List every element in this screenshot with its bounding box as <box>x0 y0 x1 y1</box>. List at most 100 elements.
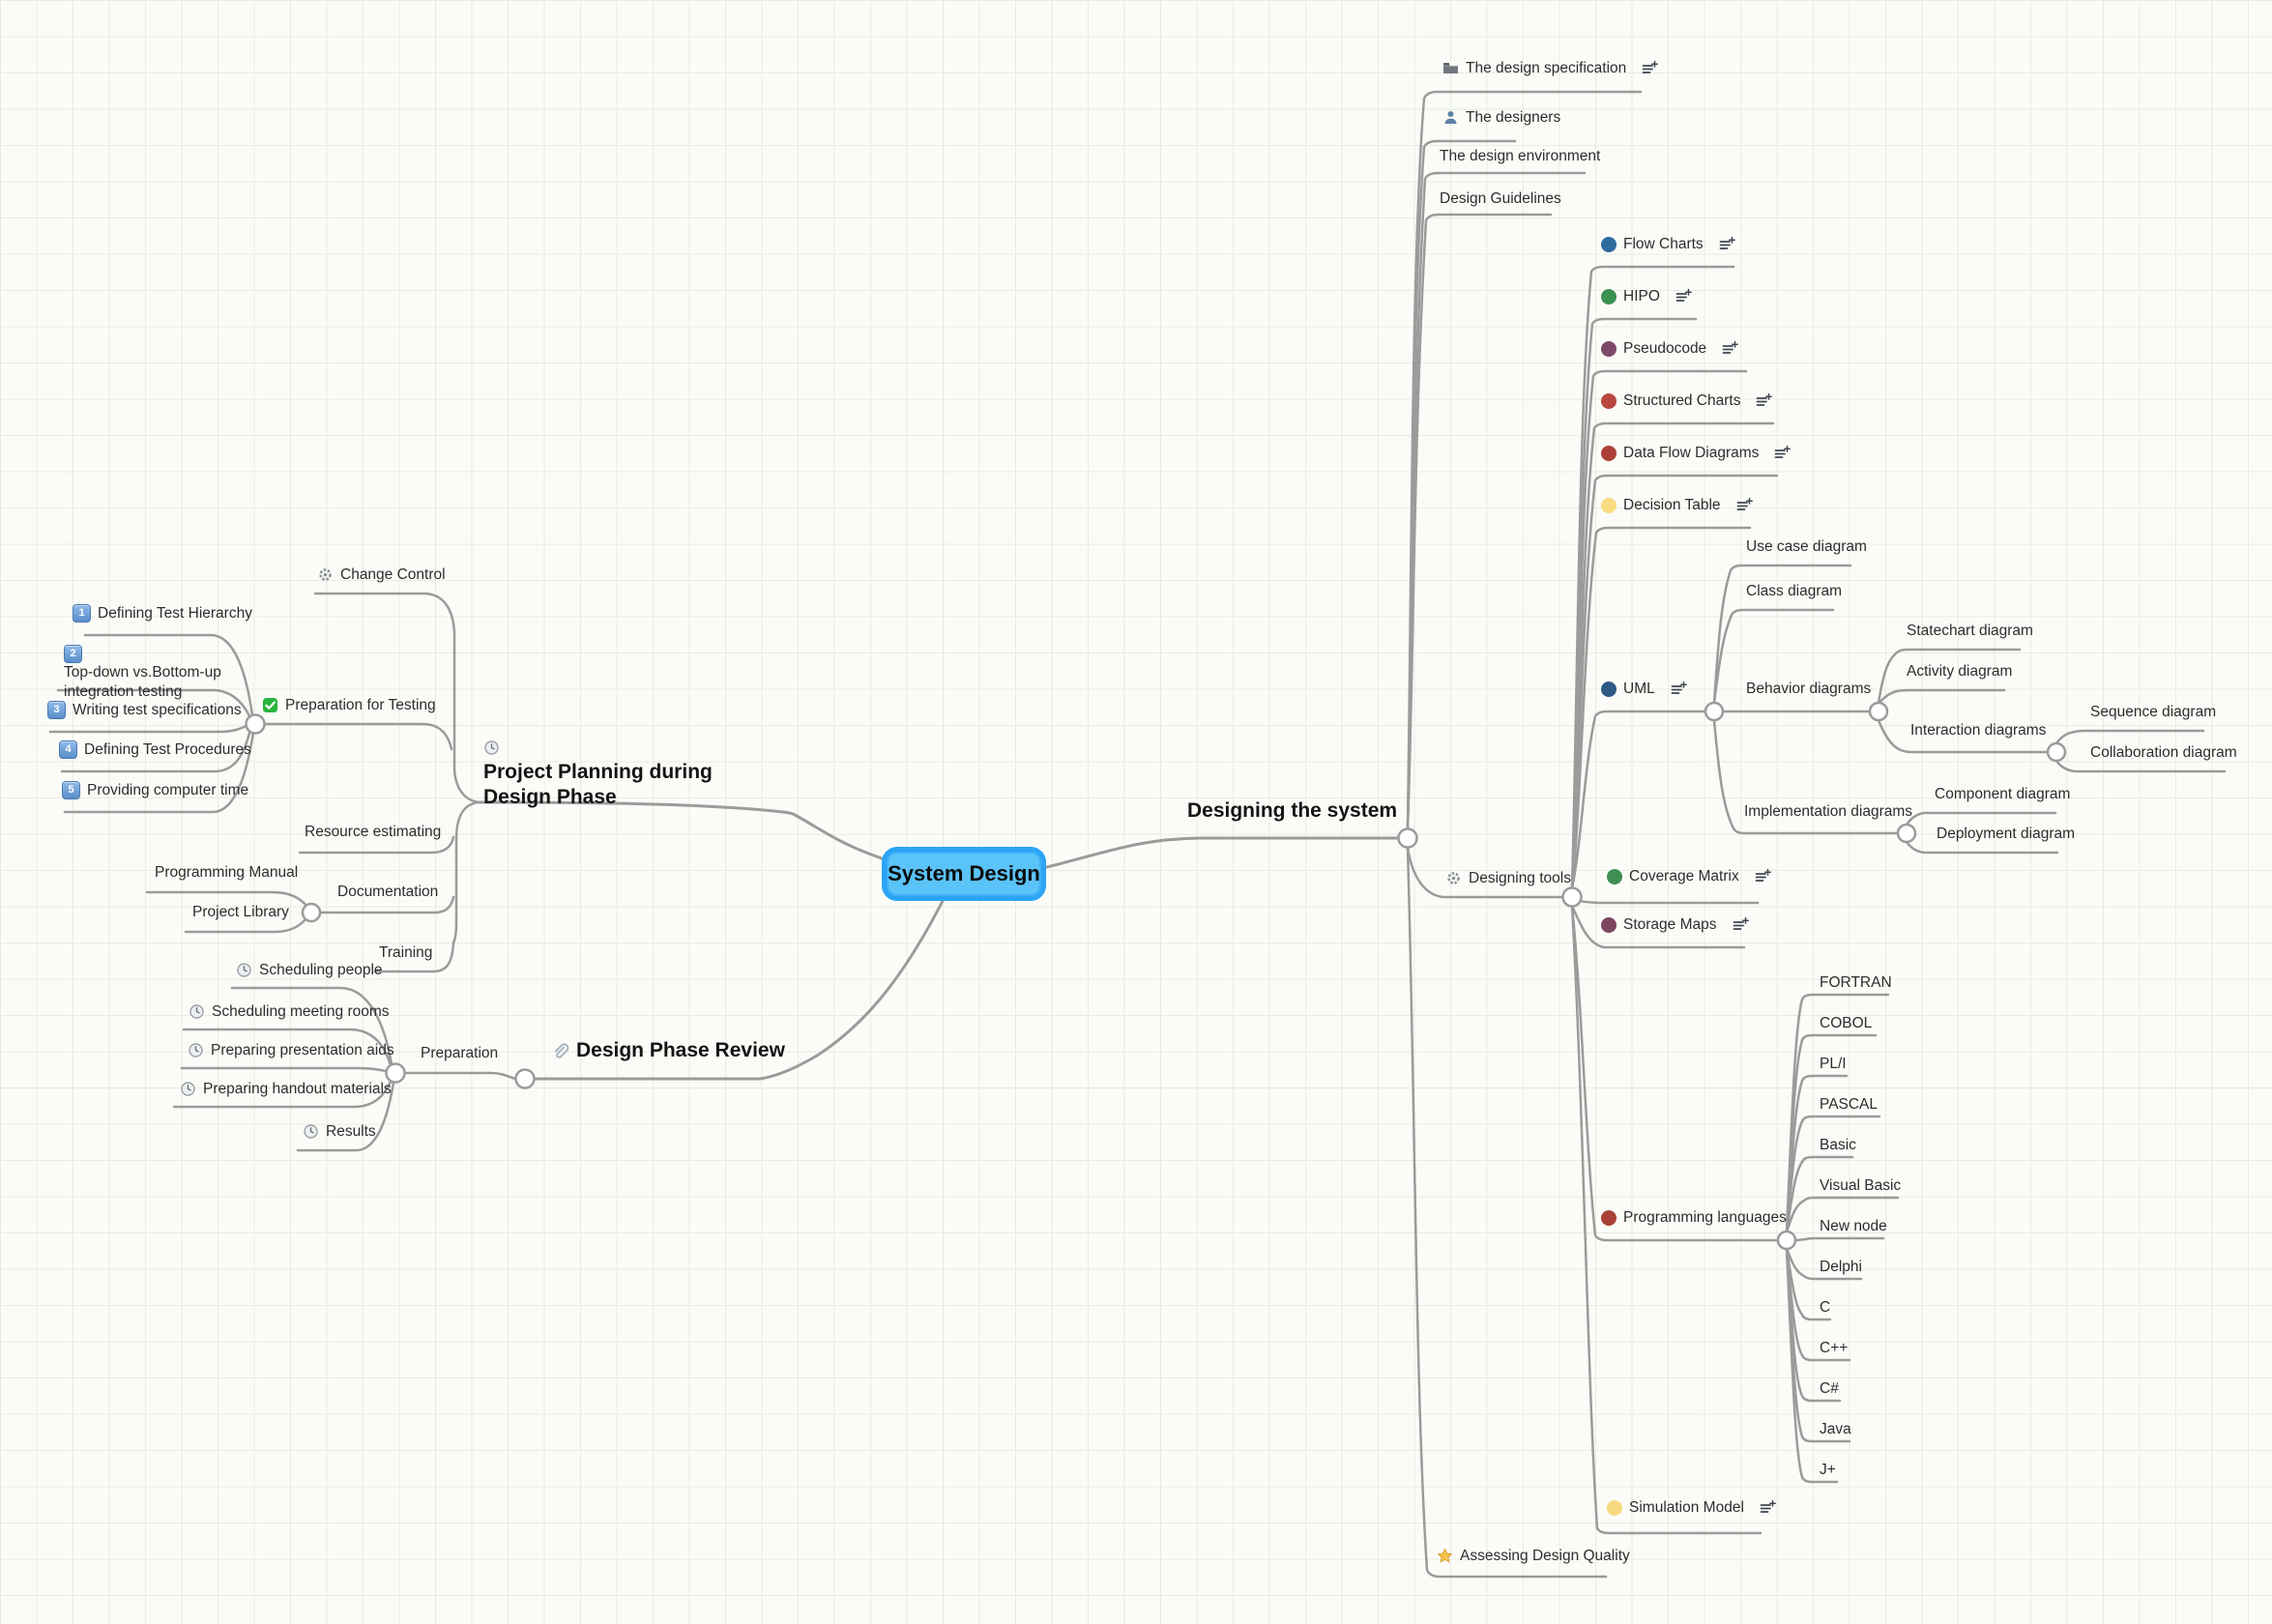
node-preparation[interactable]: Preparation <box>421 1045 499 1061</box>
node-designing-the-system[interactable]: Designing the system <box>1187 799 1398 822</box>
node-design-specification[interactable]: The design specification <box>1442 59 1658 77</box>
node-project-library[interactable]: Project Library <box>192 904 289 920</box>
node-pascal[interactable]: PASCAL <box>1820 1096 1879 1113</box>
node-new-node[interactable]: New node <box>1820 1218 1887 1234</box>
person-icon <box>1442 109 1459 126</box>
node-training[interactable]: Training <box>379 944 433 961</box>
node-data-flow-diagrams[interactable]: Data Flow Diagrams <box>1601 444 1791 462</box>
node-preparing-handout-materials[interactable]: Preparing handout materials <box>180 1080 392 1098</box>
bullet-icon <box>1601 1209 1617 1226</box>
node-designing-tools[interactable]: Designing tools <box>1445 869 1571 887</box>
node-implementation-diagrams[interactable]: Implementation diagrams <box>1744 803 1913 820</box>
node-the-designers[interactable]: The designers <box>1442 108 1560 127</box>
node-preparation-for-testing[interactable]: Preparation for Testing <box>262 696 436 714</box>
notes-add-icon[interactable] <box>1719 236 1735 252</box>
node-structured-charts[interactable]: Structured Charts <box>1601 392 1772 410</box>
star-icon <box>1437 1548 1453 1564</box>
notes-add-icon[interactable] <box>1760 1499 1776 1516</box>
number-2-icon: 2 <box>64 644 82 663</box>
notes-add-icon[interactable] <box>1671 681 1687 697</box>
node-resource-estimating[interactable]: Resource estimating <box>305 824 442 840</box>
node-cobol[interactable]: COBOL <box>1820 1015 1873 1031</box>
node-collaboration-diagram[interactable]: Collaboration diagram <box>2090 744 2237 761</box>
notes-add-icon[interactable] <box>1755 868 1771 884</box>
node-simulation-model[interactable]: Simulation Model <box>1607 1498 1776 1517</box>
node-c-sharp[interactable]: C# <box>1820 1380 1839 1397</box>
node-java[interactable]: Java <box>1820 1421 1851 1437</box>
node-deployment-diagram[interactable]: Deployment diagram <box>1937 826 2076 842</box>
node-documentation[interactable]: Documentation <box>337 884 439 900</box>
node-statechart-diagram[interactable]: Statechart diagram <box>1907 623 2033 639</box>
notes-add-icon[interactable] <box>1774 445 1791 461</box>
gear-icon <box>1445 870 1462 886</box>
node-hipo[interactable]: HIPO <box>1601 287 1692 305</box>
node-component-diagram[interactable]: Component diagram <box>1935 786 2071 802</box>
bullet-icon <box>1601 445 1617 461</box>
node-assessing-design-quality[interactable]: Assessing Design Quality <box>1437 1547 1630 1565</box>
clock-icon <box>188 1042 204 1058</box>
node-programming-languages[interactable]: Programming languages <box>1601 1208 1787 1227</box>
node-basic[interactable]: Basic <box>1820 1137 1856 1153</box>
paperclip-icon <box>553 1043 569 1059</box>
bullet-icon <box>1607 868 1622 884</box>
bullet-icon <box>1601 340 1617 357</box>
node-storage-maps[interactable]: Storage Maps <box>1601 915 1749 934</box>
bullet-icon <box>1601 392 1617 409</box>
node-design-phase-review[interactable]: Design Phase Review <box>553 1038 785 1063</box>
node-decision-table[interactable]: Decision Table <box>1601 496 1753 514</box>
node-change-control[interactable]: Change Control <box>317 566 446 584</box>
node-preparing-presentation-aids[interactable]: Preparing presentation aids <box>188 1041 394 1059</box>
bullet-icon <box>1601 681 1617 697</box>
node-flow-charts[interactable]: Flow Charts <box>1601 235 1735 253</box>
node-scheduling-people[interactable]: Scheduling people <box>236 961 383 979</box>
clock-icon <box>189 1003 205 1020</box>
node-results[interactable]: Results <box>303 1122 376 1141</box>
bullet-icon <box>1601 916 1617 933</box>
node-design-guidelines[interactable]: Design Guidelines <box>1440 190 1561 207</box>
node-use-case-diagram[interactable]: Use case diagram <box>1746 538 1867 555</box>
clock-icon <box>303 1123 319 1140</box>
notes-add-icon[interactable] <box>1642 60 1658 76</box>
bullet-icon <box>1601 236 1617 252</box>
node-behavior-diagrams[interactable]: Behavior diagrams <box>1746 681 1872 697</box>
bullet-icon <box>1601 497 1617 513</box>
node-coverage-matrix[interactable]: Coverage Matrix <box>1607 867 1771 885</box>
node-scheduling-meeting-rooms[interactable]: Scheduling meeting rooms <box>189 1002 390 1021</box>
node-uml[interactable]: UML <box>1601 680 1687 698</box>
node-activity-diagram[interactable]: Activity diagram <box>1907 663 2013 680</box>
folder-icon <box>1442 60 1459 76</box>
node-j-plus[interactable]: J+ <box>1820 1462 1836 1478</box>
node-project-planning-during-design-phase[interactable]: Project Planning during Design Phase <box>483 735 733 810</box>
node-fortran[interactable]: FORTRAN <box>1820 974 1892 991</box>
node-visual-basic[interactable]: Visual Basic <box>1820 1177 1902 1194</box>
notes-add-icon[interactable] <box>1722 340 1738 357</box>
notes-add-icon[interactable] <box>1733 916 1749 933</box>
bullet-icon <box>1601 288 1617 304</box>
notes-add-icon[interactable] <box>1736 497 1753 513</box>
node-programming-manual[interactable]: Programming Manual <box>155 864 299 881</box>
notes-add-icon[interactable] <box>1756 392 1772 409</box>
node-class-diagram[interactable]: Class diagram <box>1746 583 1843 599</box>
node-pseudocode[interactable]: Pseudocode <box>1601 339 1738 358</box>
bullet-icon <box>1607 1499 1622 1516</box>
notes-add-icon[interactable] <box>1675 288 1692 304</box>
node-sequence-diagram[interactable]: Sequence diagram <box>2090 704 2217 720</box>
node-top-down-vs-bottom-up[interactable]: 2Top-down vs.Bottom-up integration testi… <box>64 640 238 702</box>
node-pl-i[interactable]: PL/I <box>1820 1056 1847 1072</box>
clock-icon <box>180 1081 196 1097</box>
number-1-icon: 1 <box>73 604 91 623</box>
check-icon <box>262 697 278 713</box>
node-delphi[interactable]: Delphi <box>1820 1259 1862 1275</box>
node-design-environment[interactable]: The design environment <box>1440 148 1601 164</box>
node-interaction-diagrams[interactable]: Interaction diagrams <box>1910 722 2047 739</box>
root-node-system-design[interactable]: System Design <box>882 847 1046 901</box>
number-5-icon: 5 <box>62 781 80 799</box>
node-c-plus-plus[interactable]: C++ <box>1820 1340 1849 1356</box>
node-c[interactable]: C <box>1820 1299 1831 1316</box>
clock-icon <box>236 962 252 978</box>
